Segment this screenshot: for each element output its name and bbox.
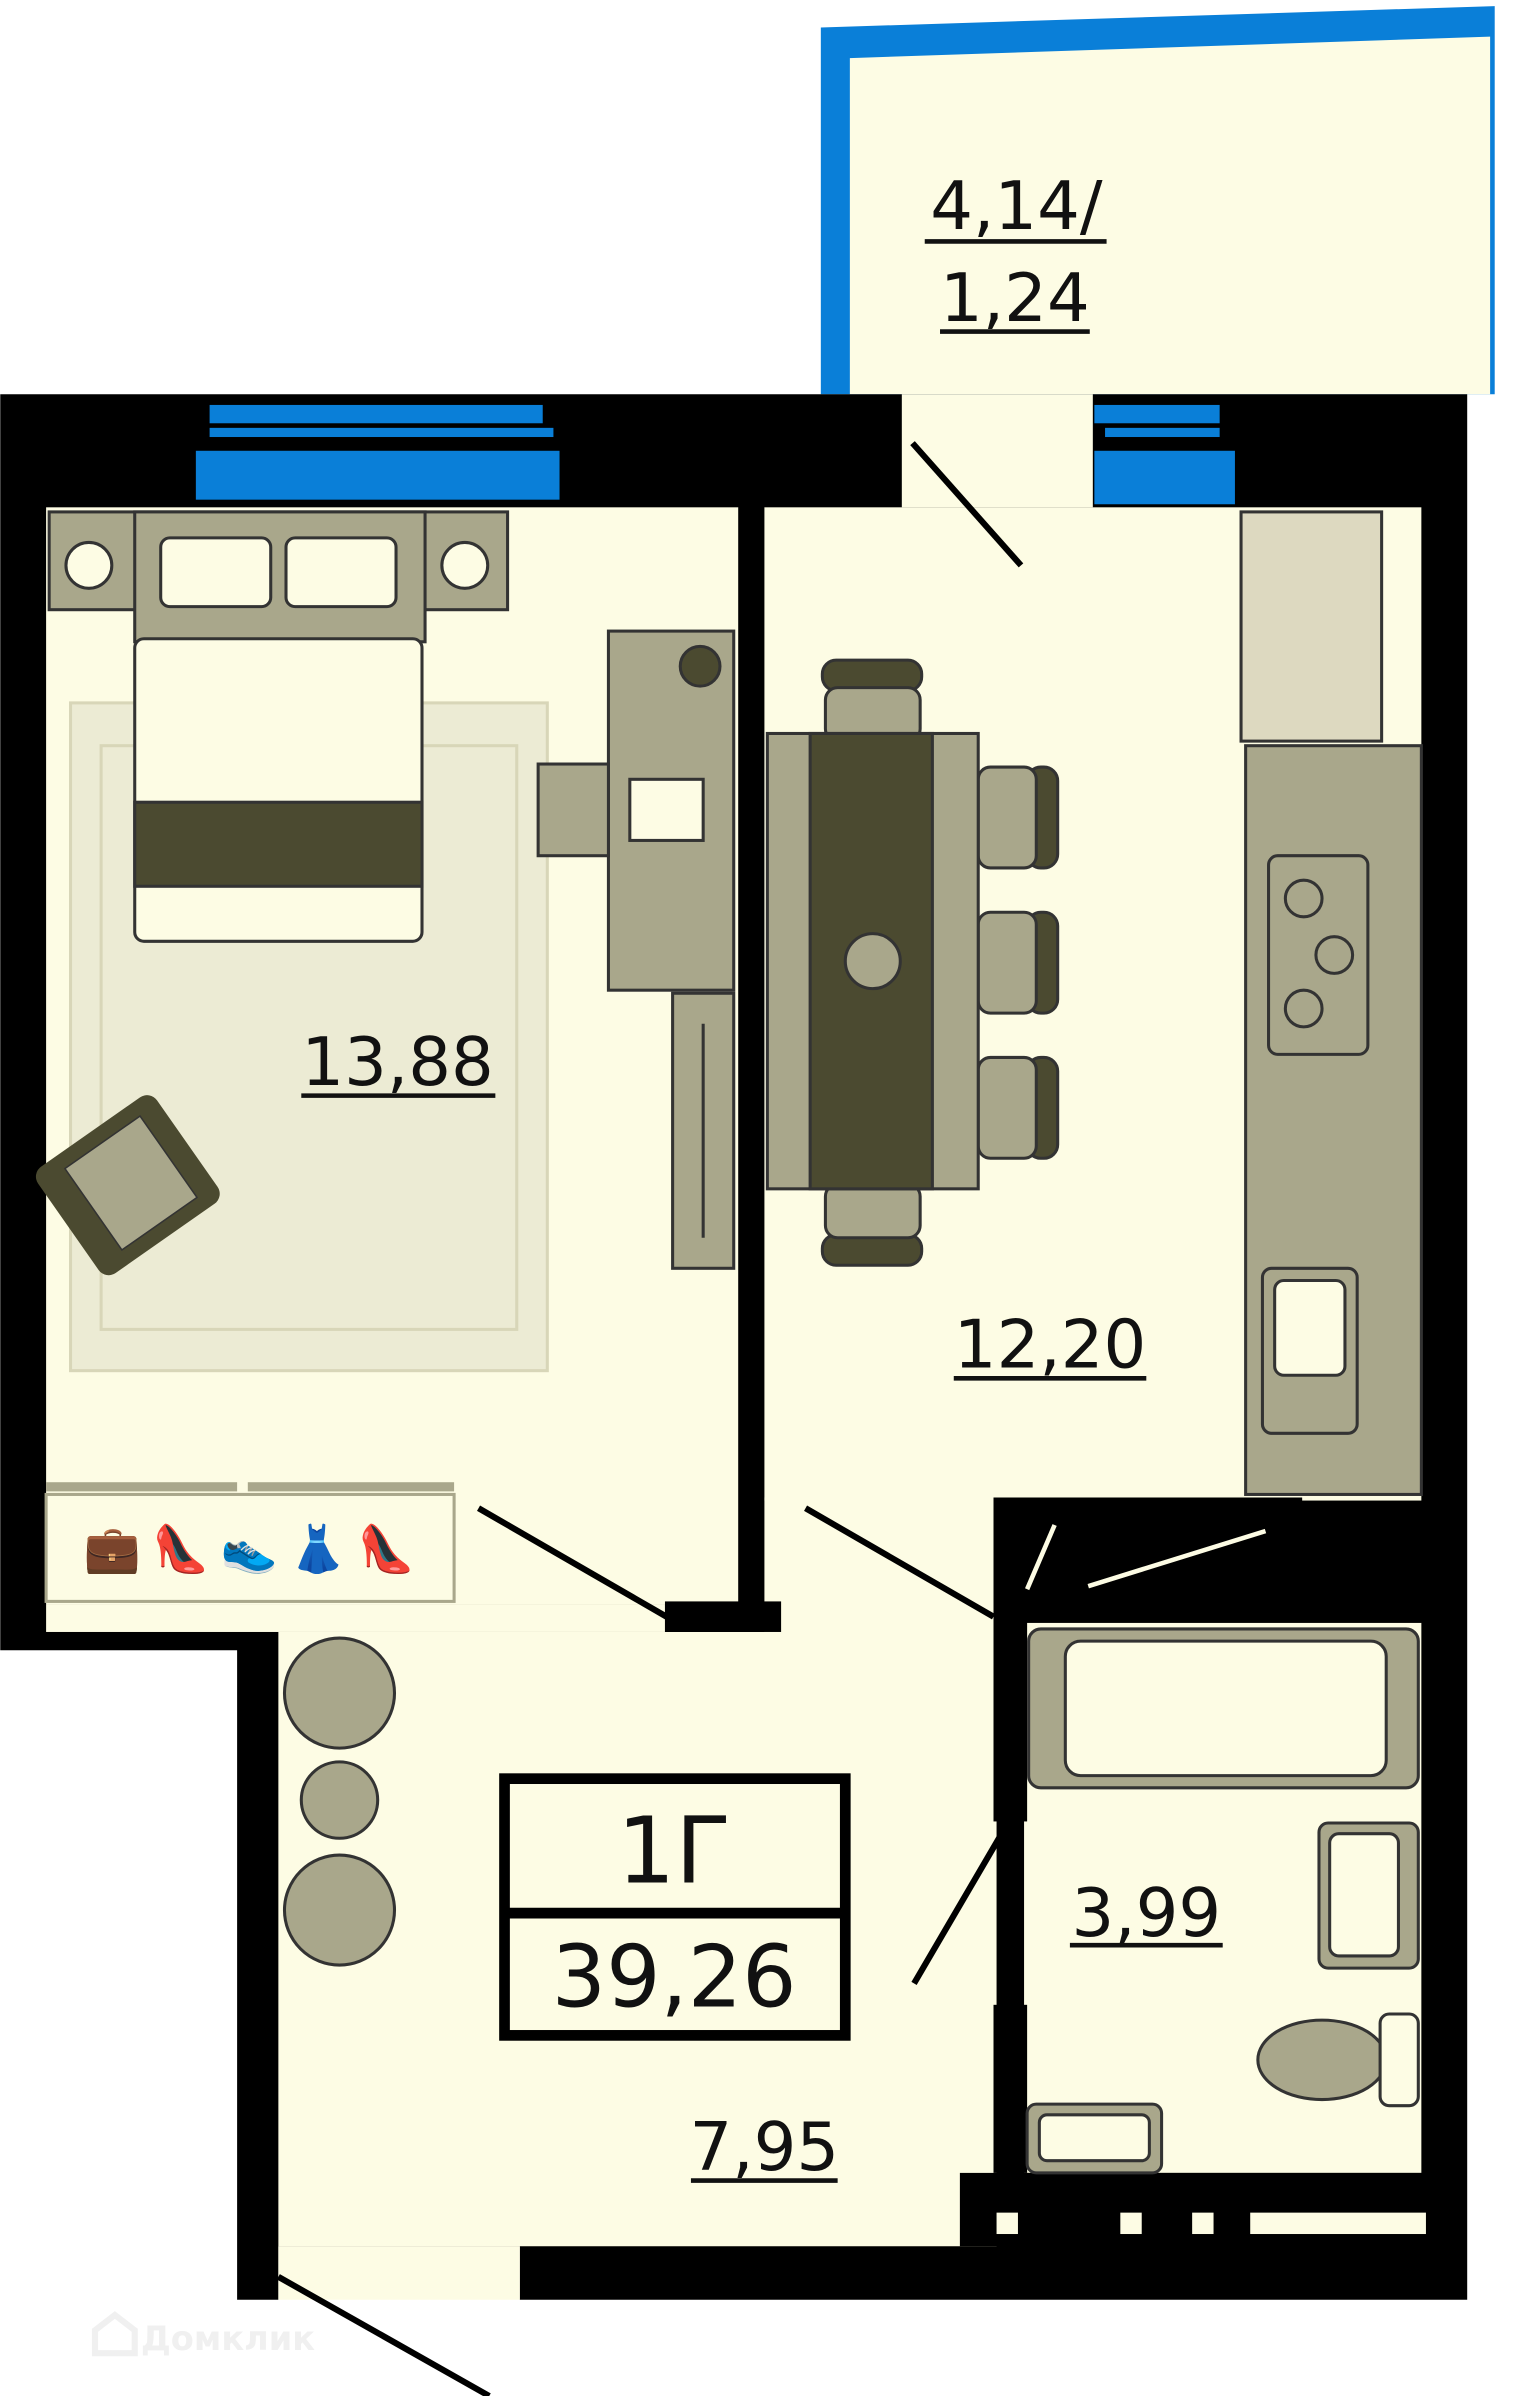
apartment-type: 1Г — [617, 1798, 731, 1905]
domclick-watermark: Домклик — [91, 2311, 315, 2358]
vent-marks — [996, 2212, 1426, 2235]
watermark-text: Домклик — [141, 2319, 315, 2358]
kitchen-area: 12,20 — [954, 1306, 1146, 1384]
entrance-floor — [278, 2246, 520, 2300]
wall-bath-bottom — [959, 2172, 1426, 2247]
windows — [195, 404, 1235, 505]
kitchen-counter — [1239, 510, 1423, 1496]
dining-table — [765, 658, 1060, 1267]
svg-text:💼 👠 👟 👗 👠: 💼 👠 👟 👗 👠 — [84, 1522, 415, 1577]
hallway-area: 7,95 — [689, 2108, 839, 2186]
balcony — [820, 6, 1495, 395]
sink — [1317, 1821, 1420, 1970]
washing-machine — [1025, 2102, 1164, 2175]
apartment-summary-box: 1Г 39,26 — [499, 1773, 851, 2041]
bathroom-area: 3,99 — [1071, 1874, 1221, 1952]
toilet — [1256, 2012, 1420, 2108]
bathtub — [1027, 1627, 1420, 1790]
balcony-area-label: 4,14/ 1,24 — [924, 167, 1107, 337]
wall-bath-left — [993, 1589, 1028, 1822]
balcony-area-reduced: 1,24 — [940, 259, 1090, 337]
desk — [536, 629, 736, 1270]
wall-bath-top2 — [993, 1589, 1422, 1623]
armchair — [35, 1095, 220, 1276]
bed — [47, 510, 549, 1373]
corridor-floor — [764, 1497, 994, 1651]
total-area: 39,26 — [552, 1928, 797, 2027]
wall-bedroom-door — [664, 1601, 782, 1632]
wardrobe: 💼 👠 👟 👗 👠 — [44, 1482, 456, 1603]
bedroom-area: 13,88 — [301, 1023, 493, 1101]
wall-bath-shaft — [1268, 1497, 1303, 1590]
doors — [276, 441, 1024, 2396]
corridor-floor-2 — [46, 1604, 665, 1632]
hall-door-floor — [901, 394, 1093, 508]
wall-bath-left-bottom — [993, 2004, 1028, 2173]
wall-bedroom-kitchen — [738, 507, 765, 1605]
balcony-area: 4,14/ — [930, 167, 1103, 245]
hall-stools — [282, 1636, 397, 1967]
wall-bath-top — [993, 1497, 1300, 1526]
